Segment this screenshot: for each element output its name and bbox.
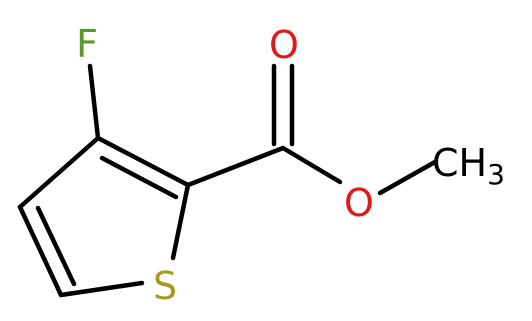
bond-c4-c5-outer [17, 204, 64, 298]
bond-c4-c5-inner [35, 205, 77, 287]
bond-c2-carbonyl [185, 145, 286, 188]
carbonyl-oxygen-label: O [269, 23, 299, 67]
bond-c-o-single [280, 145, 343, 185]
methyl-label: CH3 [432, 141, 505, 191]
fluorine-label: F [76, 22, 98, 66]
bond-c3-c4 [17, 135, 101, 210]
bond-c2-c3-inner [99, 155, 179, 200]
sulfur-label: S [153, 264, 177, 308]
bond-c2-s [170, 182, 191, 261]
bond-c3-f [87, 63, 101, 141]
bond-c2-c3-outer [95, 135, 191, 188]
bond-o-methyl [377, 159, 438, 196]
ester-oxygen-label: O [344, 181, 374, 225]
methyl-subscript: 3 [487, 158, 505, 191]
bond-c5-s [58, 280, 145, 298]
methyl-ch: CH [432, 141, 487, 185]
